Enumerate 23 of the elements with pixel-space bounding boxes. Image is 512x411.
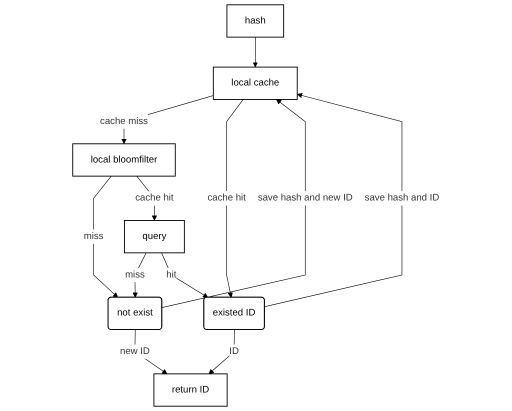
arrow xyxy=(132,252,146,298)
arrow xyxy=(162,99,306,308)
node-box: query xyxy=(124,220,185,254)
arrow xyxy=(264,92,402,308)
arrow xyxy=(252,36,258,68)
edge-label: cache hit xyxy=(207,192,246,204)
arrow xyxy=(93,176,118,298)
edge-label: save hash and ID xyxy=(364,192,440,204)
arrow xyxy=(208,330,235,374)
edge-label: cache miss xyxy=(100,116,148,126)
edge-label: hit xyxy=(166,270,176,280)
arrow xyxy=(226,99,244,298)
node-box: return ID xyxy=(153,373,228,407)
edge-label: new ID xyxy=(120,346,150,356)
edge-label: miss xyxy=(84,231,104,242)
node-box: hash xyxy=(226,4,284,38)
node-box: local cache xyxy=(212,66,298,100)
edge-label: cache hit xyxy=(135,192,174,204)
node-box: local bloomfilter xyxy=(72,143,176,177)
edge-label: save hash and new ID xyxy=(258,192,353,204)
arrow xyxy=(161,252,208,298)
edge-label: ID xyxy=(229,346,239,356)
edge-label: miss xyxy=(125,270,145,280)
